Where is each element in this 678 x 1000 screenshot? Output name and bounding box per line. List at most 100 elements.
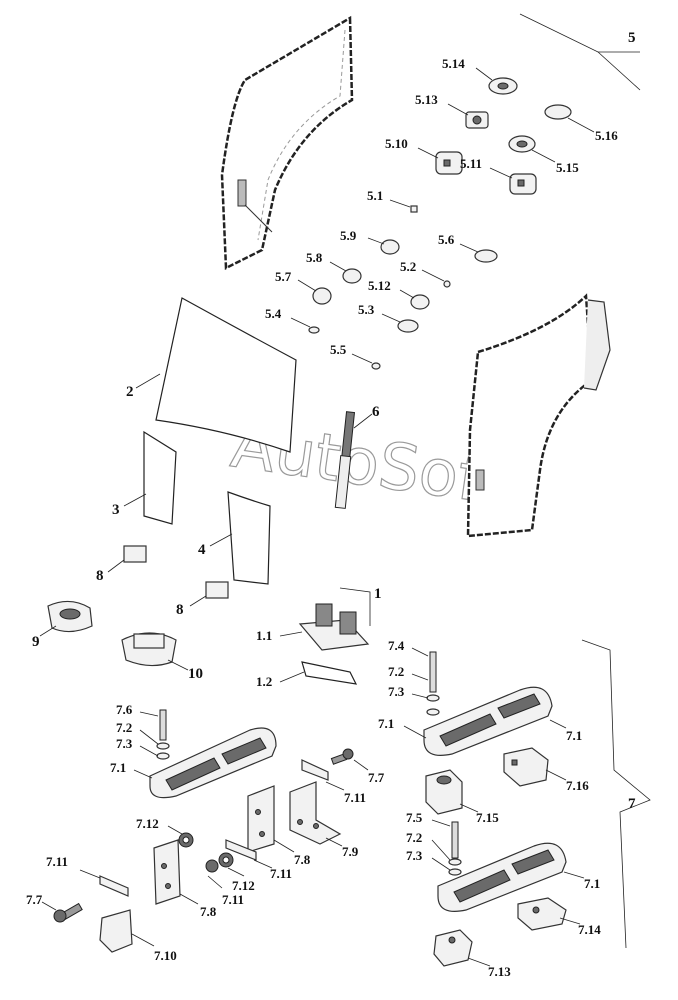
part-7-11-plate-upper <box>301 759 329 781</box>
part-5-14 <box>488 77 518 95</box>
label-5-6: 5.6 <box>438 232 455 247</box>
part-7-5-bolt <box>448 821 462 876</box>
label-5-4: 5.4 <box>265 306 282 321</box>
part-7-14 <box>517 897 567 931</box>
part-1-1 <box>298 603 370 651</box>
part-5-1 <box>410 205 418 213</box>
part-7-1-step-lower-right <box>437 842 567 912</box>
part-5-7 <box>312 287 332 305</box>
label-7-8a: 7.8 <box>294 852 311 867</box>
label-5-14: 5.14 <box>442 56 465 71</box>
label-7-11c: 7.11 <box>46 854 68 869</box>
label-5-9: 5.9 <box>340 228 357 243</box>
part-10 <box>121 632 177 667</box>
label-10: 10 <box>188 666 203 682</box>
part-5-11 <box>509 173 537 195</box>
label-7-12b: 7.12 <box>232 878 255 893</box>
part-5-13 <box>465 111 489 129</box>
label-7-11a: 7.11 <box>344 790 366 805</box>
label-7-7b: 7.7 <box>26 892 43 907</box>
label-7-1c: 7.1 <box>110 760 126 775</box>
label-5-7: 5.7 <box>275 269 292 284</box>
part-7-7-bolt-lower <box>53 902 83 923</box>
label-7-6: 7.6 <box>116 702 133 717</box>
label-7-10: 7.10 <box>154 948 177 963</box>
label-5-5: 5.5 <box>330 342 347 357</box>
part-5-6 <box>474 249 498 263</box>
part-5-5 <box>371 362 381 370</box>
label-5-13: 5.13 <box>415 92 438 107</box>
left-door <box>220 15 354 270</box>
label-3: 3 <box>112 502 120 518</box>
label-7-3b: 7.3 <box>116 736 133 751</box>
label-7-15: 7.15 <box>476 810 499 825</box>
label-7-11d: 7.11 <box>222 892 244 907</box>
part-5-8 <box>342 268 362 284</box>
part-7-7-bolt-upper <box>330 748 354 765</box>
label-4: 4 <box>198 542 206 558</box>
part-7-11-plate-mid <box>225 839 257 861</box>
label-6: 6 <box>372 404 380 420</box>
part-3-panel <box>143 430 177 525</box>
label-1-2: 1.2 <box>256 674 272 689</box>
label-8b: 8 <box>176 602 184 618</box>
part-1-2 <box>301 661 358 685</box>
right-door <box>466 293 611 538</box>
part-7-12-nut-upper <box>178 832 194 848</box>
label-7-3c: 7.3 <box>406 848 423 863</box>
part-5-16 <box>544 104 572 120</box>
part-5-9 <box>380 239 400 255</box>
label-7-1d: 7.1 <box>584 876 600 891</box>
label-7-8b: 7.8 <box>200 904 217 919</box>
part-7-10-bracket <box>99 909 133 953</box>
part-5-4 <box>308 326 320 334</box>
label-1-1: 1.1 <box>256 628 272 643</box>
label-group-7: 7 <box>628 796 636 812</box>
part-6-strut <box>334 411 356 509</box>
label-7-16: 7.16 <box>566 778 589 793</box>
part-7-15 <box>425 769 463 815</box>
label-7-9: 7.9 <box>342 844 359 859</box>
label-2: 2 <box>126 384 134 400</box>
label-7-2b: 7.2 <box>116 720 132 735</box>
label-8a: 8 <box>96 568 104 584</box>
label-5-8: 5.8 <box>306 250 323 265</box>
part-5-3 <box>397 319 419 333</box>
part-7-6-bolt <box>156 709 170 760</box>
label-7-2c: 7.2 <box>406 830 422 845</box>
label-5-2: 5.2 <box>400 259 416 274</box>
part-8-block-b <box>205 581 229 599</box>
part-4-panel <box>227 491 271 585</box>
label-5-16: 5.16 <box>595 128 618 143</box>
label-7-13: 7.13 <box>488 964 511 979</box>
part-7-1-step-upper-right <box>423 686 553 756</box>
label-5-11: 5.11 <box>460 156 482 171</box>
label-5-1: 5.1 <box>367 188 383 203</box>
part-2-windshield <box>155 297 297 453</box>
label-7-3a: 7.3 <box>388 684 405 699</box>
part-7-8-bracket-lower <box>153 839 181 905</box>
part-7-12-nut-lower <box>205 852 234 873</box>
part-5-15 <box>508 135 536 153</box>
label-7-5: 7.5 <box>406 810 423 825</box>
label-5-3: 5.3 <box>358 302 375 317</box>
part-5-2 <box>443 280 451 288</box>
label-7-1a: 7.1 <box>378 716 394 731</box>
label-7-11b: 7.11 <box>270 866 292 881</box>
label-5-12: 5.12 <box>368 278 391 293</box>
part-7-8-bracket-upper <box>247 785 275 853</box>
part-7-13 <box>433 929 473 967</box>
part-5-10 <box>435 151 463 175</box>
part-7-9-bracket <box>289 781 342 845</box>
label-9: 9 <box>32 634 40 650</box>
label-7-7a: 7.7 <box>368 770 385 785</box>
label-7-1b: 7.1 <box>566 728 582 743</box>
part-7-1-step-left <box>149 727 277 799</box>
label-5-15: 5.15 <box>556 160 579 175</box>
part-8-block-a <box>123 545 147 563</box>
part-7-11-plate-lower <box>99 875 129 897</box>
part-5-12 <box>410 294 430 310</box>
label-7-2a: 7.2 <box>388 664 404 679</box>
